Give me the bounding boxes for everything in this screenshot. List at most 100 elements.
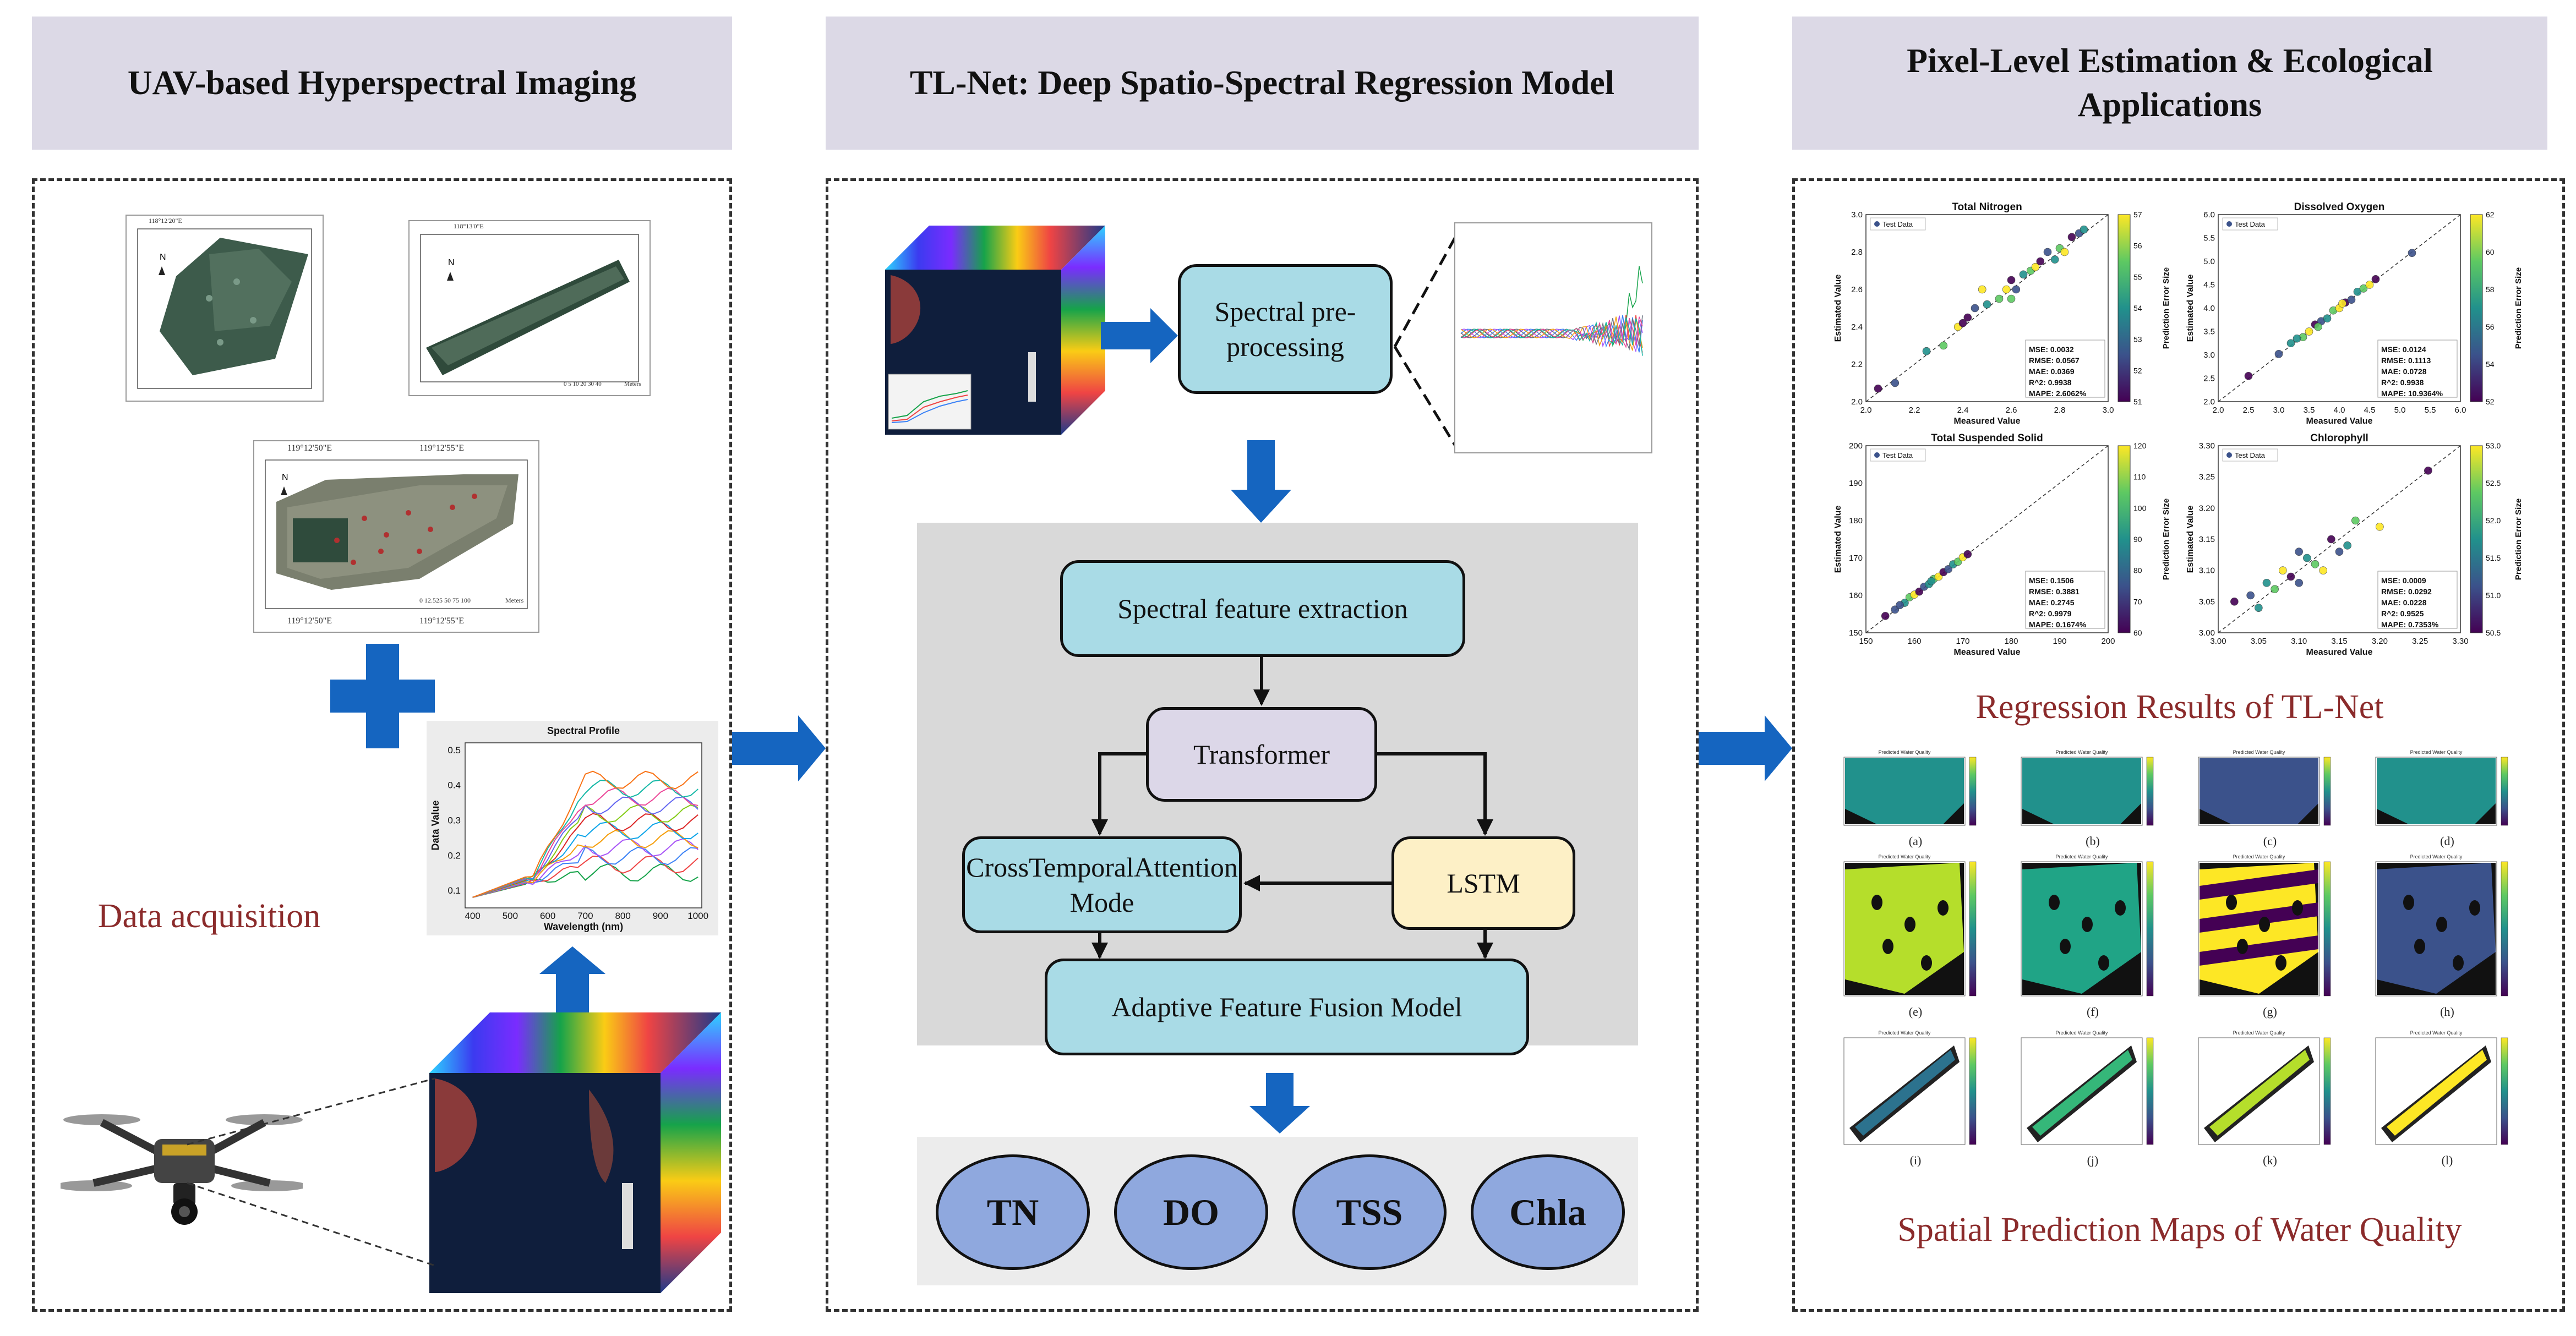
left-panel-title: UAV-based Hyperspectral Imaging xyxy=(127,64,637,102)
preprocessed-series-line xyxy=(1460,315,1643,351)
prediction-map-graphic: Predicted Water Quality xyxy=(1843,1030,1977,1145)
adaptive-feature-fusion-box: Adaptive Feature Fusion Model xyxy=(1045,959,1529,1055)
prediction-map-water xyxy=(1855,1050,1955,1136)
prediction-map-colorbar xyxy=(2146,1037,2154,1145)
spectral-ytick: 0.5 xyxy=(447,745,461,755)
regression-metric: MAE: 0.2745 xyxy=(2029,598,2075,607)
uav-map-a: N 118°12'20"E xyxy=(125,215,324,402)
regression-point xyxy=(2376,523,2384,531)
preprocessed-series-line xyxy=(1460,315,1643,353)
regression-xlabel: Measured Value xyxy=(2306,648,2373,655)
regression-title: Chlorophyll xyxy=(2310,432,2368,444)
prediction-map-7: Predicted Water Quality(g) xyxy=(2187,853,2353,1023)
regression-colorbar-tick: 51 xyxy=(2133,397,2142,406)
regression-point xyxy=(2286,339,2295,348)
left-panel-header: UAV-based Hyperspectral Imaging xyxy=(32,17,732,150)
cross-temporal-attention-box: CrossTemporalAttention Mode xyxy=(962,836,1242,933)
prediction-map-colorbar xyxy=(1969,861,1977,996)
prediction-map-island xyxy=(2060,939,2071,954)
regression-xtick: 3.00 xyxy=(2210,637,2226,646)
uav-map-c-coord-top2: 119°12'55"E xyxy=(419,443,464,453)
regression-xtick: 5.0 xyxy=(2394,406,2406,415)
regression-point xyxy=(1958,319,1967,327)
spectral-xtick: 600 xyxy=(540,911,555,921)
regression-point xyxy=(2295,547,2303,556)
regression-ytick: 2.0 xyxy=(1851,397,1863,407)
spectral-title: Spectral Profile xyxy=(547,725,620,736)
output-chla: Chla xyxy=(1471,1154,1625,1270)
regression-ylabel: Estimated Value xyxy=(2186,275,2195,342)
regression-point xyxy=(1995,294,2004,303)
prediction-map-graphic: Predicted Water Quality xyxy=(2021,1030,2154,1145)
prediction-map-island xyxy=(2453,955,2464,971)
spectral-xtick: 900 xyxy=(653,911,668,921)
regression-colorbar-tick: 52 xyxy=(2133,366,2142,375)
regression-point xyxy=(2424,467,2432,475)
spectral-feature-extraction-box: Spectral feature extraction xyxy=(1060,560,1465,657)
regression-ytick: 3.20 xyxy=(2199,503,2215,513)
regression-colorbar-tick: 58 xyxy=(2486,285,2495,294)
regression-point xyxy=(1978,285,1986,294)
uav-map-c: N 119°12'50"E 119°12'55"E 119°12'50"E 11… xyxy=(253,440,539,633)
prediction-map-band xyxy=(2200,869,2318,900)
regression-ytick: 200 xyxy=(1849,441,1863,451)
regression-point xyxy=(2351,516,2360,525)
output-tss: TSS xyxy=(1292,1154,1447,1270)
drone-to-cube-dashed-lines xyxy=(187,1077,435,1267)
regression-metric: R^2: 0.9938 xyxy=(2029,378,2072,387)
right-panel-title-line1: Pixel-Level Estimation & Ecological xyxy=(1907,42,2433,80)
uav-map-c-scale: 0 12.525 50 75 100 xyxy=(419,596,471,604)
regression-ylabel: Estimated Value xyxy=(1833,275,1843,342)
prediction-map-water xyxy=(2387,1050,2487,1136)
regression-colorbar-tick: 56 xyxy=(2133,242,2142,250)
regression-xtick: 170 xyxy=(1956,637,1969,646)
regression-colorbar-tick: 53.0 xyxy=(2486,441,2501,450)
prediction-map-colorbar xyxy=(2323,1037,2331,1145)
regression-metric: MSE: 0.1506 xyxy=(2029,576,2074,585)
regression-colorbar-tick: 53 xyxy=(2133,335,2142,344)
prediction-map-colorbar xyxy=(2146,757,2154,826)
prediction-map-colorbar xyxy=(1969,757,1977,826)
prediction-map-title: Predicted Water Quality xyxy=(2233,854,2285,859)
uav-map-b: N 118°13'0"E 0 5 10 20 30 40 Meters xyxy=(408,220,651,396)
regression-ytick: 2.2 xyxy=(1851,360,1863,369)
prediction-map-island xyxy=(2082,917,2093,932)
right-panel xyxy=(1792,178,2565,1312)
regression-point xyxy=(2050,255,2059,264)
regression-ytick: 2.8 xyxy=(1851,248,1863,257)
hyperspectral-cube-left xyxy=(429,1012,721,1293)
prediction-map-title: Predicted Water Quality xyxy=(2410,1030,2463,1036)
regression-legend xyxy=(2222,217,2278,231)
spectral-preprocessing-box: Spectral pre-processing xyxy=(1178,264,1393,394)
uav-map-b-graphic: N xyxy=(420,234,639,382)
regression-xtick: 3.0 xyxy=(2273,406,2285,415)
prediction-map-title: Predicted Water Quality xyxy=(2056,1030,2108,1036)
uav-map-c-coord-bottom2: 119°12'55"E xyxy=(419,616,464,626)
prediction-map-5: Predicted Water Quality(e) xyxy=(1833,853,1998,1023)
uav-map-c-coord-bottom: 119°12'50"E xyxy=(287,616,332,626)
regression-xtick: 2.0 xyxy=(2213,406,2224,415)
regression-metric: MAPE: 2.6062% xyxy=(2029,389,2087,398)
regression-point xyxy=(2002,285,2011,294)
regression-xtick: 2.2 xyxy=(1909,406,1920,415)
regression-ytick: 3.0 xyxy=(2203,351,2215,360)
regression-point xyxy=(2255,604,2263,612)
arrow-down-1 xyxy=(1231,440,1291,523)
right-panel-title-line2: Applications xyxy=(2077,86,2262,124)
regression-colorbar-tick: 100 xyxy=(2133,503,2147,512)
regression-ytick: 3.30 xyxy=(2199,441,2215,451)
regression-point xyxy=(2230,598,2239,606)
regression-xtick: 2.8 xyxy=(2054,406,2066,415)
regression-metric: MAPE: 10.9364% xyxy=(2381,389,2443,398)
middle-panel xyxy=(826,178,1699,1312)
middle-panel-header: TL-Net: Deep Spatio-Spectral Regression … xyxy=(826,17,1699,150)
adaptive-feature-fusion-label: Adaptive Feature Fusion Model xyxy=(1111,992,1462,1022)
regression-xtick: 200 xyxy=(2101,637,2115,646)
regression-title: Dissolved Oxygen xyxy=(2294,201,2385,213)
regression-metric: RMSE: 0.3881 xyxy=(2029,587,2080,596)
regression-xlabel: Measured Value xyxy=(2306,417,2373,426)
